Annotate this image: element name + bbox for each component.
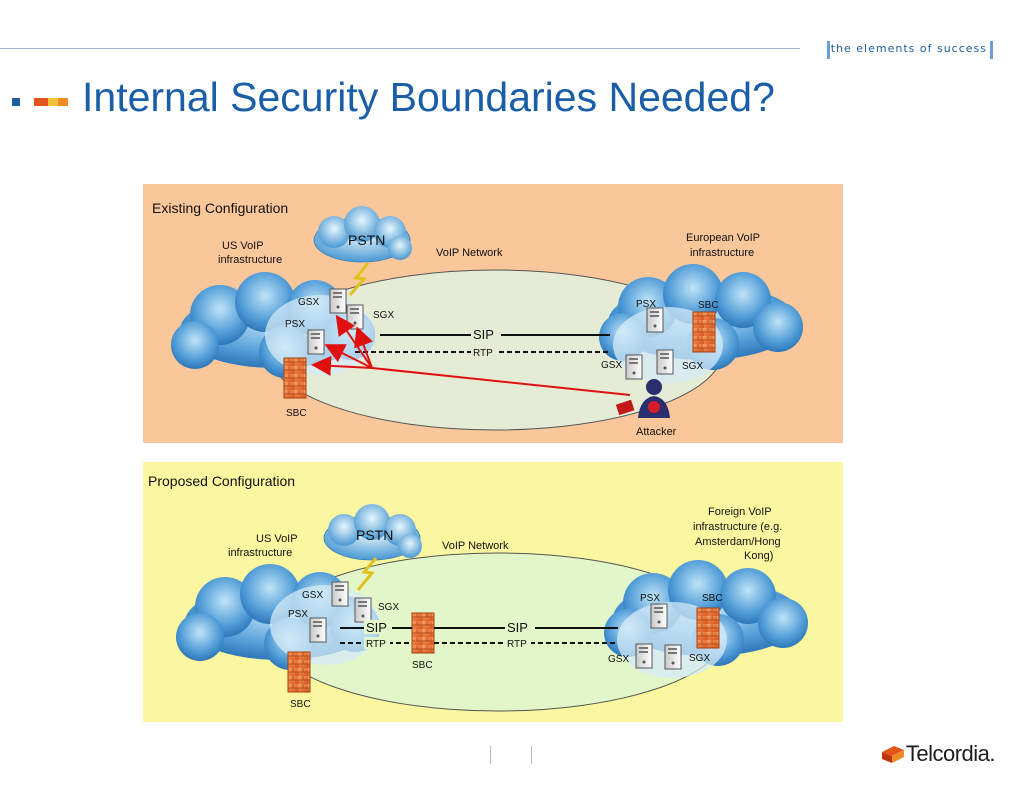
proposed-us-sbc-label: SBC [290, 699, 311, 710]
proposed-foreign-sgx-label: SGX [689, 653, 710, 664]
attacker-icon [615, 379, 670, 418]
existing-us-gsx-label: GSX [298, 297, 319, 308]
existing-heading: Existing Configuration [152, 200, 288, 216]
existing-pstn-label: PSTN [348, 232, 385, 248]
proposed-foreign-sgx-server-icon [664, 644, 682, 670]
existing-attack-arrow-sgx [354, 326, 373, 369]
existing-us-gsx-server-icon [329, 288, 347, 314]
existing-eu-label-1: European VoIP [686, 232, 760, 244]
proposed-foreign-sbc-label: SBC [702, 593, 723, 604]
existing-us-psx-label: PSX [285, 319, 305, 330]
proposed-us-psx-server-icon [309, 617, 327, 643]
existing-us-sgx-server-icon [346, 304, 364, 330]
attacker-label: Attacker [636, 426, 677, 438]
proposed-foreign-label-1: Foreign VoIP [708, 506, 772, 518]
existing-us-sbc-firewall-icon [283, 357, 307, 399]
footer-divider-right [531, 746, 532, 764]
existing-eu-sgx-label: SGX [682, 361, 703, 372]
proposed-rtp-label-left: RTP [366, 639, 386, 650]
proposed-sip-label-left: SIP [366, 620, 387, 635]
existing-us-sgx-label: SGX [373, 310, 394, 321]
existing-us-label-1: US VoIP [222, 240, 264, 252]
existing-eu-gsx-label: GSX [601, 360, 622, 371]
existing-rtp-label: RTP [473, 348, 493, 359]
proposed-foreign-gsx-server-icon [635, 643, 653, 669]
proposed-foreign-psx-label: PSX [640, 593, 660, 604]
proposed-us-label-2: infrastructure [228, 547, 292, 559]
proposed-heading: Proposed Configuration [148, 473, 295, 489]
proposed-pstn-label: PSTN [356, 527, 393, 543]
existing-eu-label-2: infrastructure [690, 247, 754, 259]
existing-us-label-2: infrastructure [218, 254, 282, 266]
proposed-middle-sbc-firewall-icon [411, 612, 435, 654]
proposed-us-psx-label: PSX [288, 609, 308, 620]
proposed-sip-label-right: SIP [507, 620, 528, 635]
tagline-bar-right [990, 41, 993, 59]
proposed-panel: Proposed Configuration VoIP Network US V… [143, 462, 843, 722]
existing-eu-gsx-server-icon [625, 354, 643, 380]
proposed-us-label-1: US VoIP [256, 533, 298, 545]
existing-us-psx-server-icon [307, 329, 325, 355]
proposed-us-gsx-server-icon [331, 581, 349, 607]
proposed-foreign-psx-server-icon [650, 603, 668, 629]
proposed-rtp-label-right: RTP [507, 639, 527, 650]
proposed-foreign-sbc-firewall-icon [696, 607, 720, 649]
proposed-foreign-gsx-label: GSX [608, 654, 629, 665]
existing-eu-psx-label: PSX [636, 299, 656, 310]
proposed-us-sgx-server-icon [354, 597, 372, 623]
proposed-us-sbc-firewall-icon [287, 651, 311, 693]
existing-attack-arrow-psx [324, 344, 373, 369]
existing-network-label: VoIP Network [436, 247, 503, 259]
existing-lightning-icon [348, 262, 370, 296]
existing-eu-psx-server-icon [646, 307, 664, 333]
header-rule [0, 48, 800, 49]
proposed-us-gsx-label: GSX [302, 590, 323, 601]
proposed-foreign-label-2: infrastructure (e.g. [693, 521, 782, 533]
telcordia-logo-icon [881, 746, 904, 763]
footer-divider-left [490, 746, 491, 764]
proposed-foreign-label-4: Kong) [744, 550, 773, 562]
proposed-network-label: VoIP Network [442, 540, 509, 552]
existing-sip-label: SIP [473, 327, 494, 342]
tagline: the elements of success [830, 42, 987, 55]
existing-us-sbc-label: SBC [286, 408, 307, 419]
existing-attack-arrow-sbc [311, 355, 373, 376]
proposed-middle-sbc-label: SBC [412, 660, 433, 671]
proposed-us-sgx-label: SGX [378, 602, 399, 613]
proposed-lightning-icon [356, 557, 378, 591]
telcordia-logo: Telcordia. [880, 741, 996, 767]
existing-eu-sgx-server-icon [656, 349, 674, 375]
proposed-foreign-label-3: Amsterdam/Hong [695, 536, 781, 548]
slide-title: Internal Security Boundaries Needed? [82, 74, 775, 120]
existing-eu-sbc-firewall-icon [692, 311, 716, 353]
telcordia-logo-text: Telcordia. [905, 741, 996, 766]
existing-eu-sbc-label: SBC [698, 300, 719, 311]
existing-panel: Existing Configuration VoIP Network US V… [143, 184, 843, 443]
tagline-bar-left [827, 41, 830, 59]
